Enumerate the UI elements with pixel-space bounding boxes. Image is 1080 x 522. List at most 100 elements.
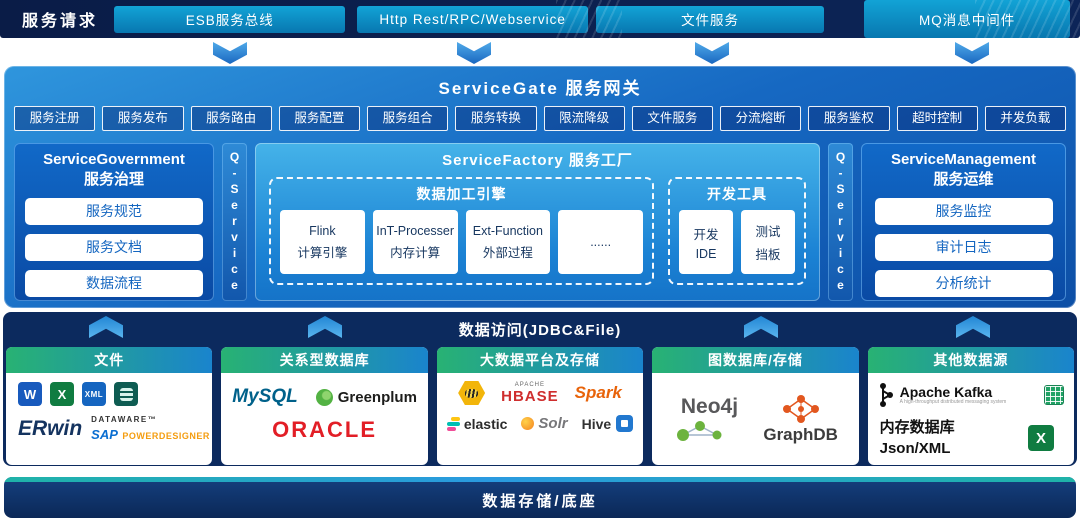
service-government-panel: ServiceGovernment 服务治理 服务规范 服务文档 数据流程 (14, 143, 214, 301)
data-engine-group: 数据加工引擎 Flink 计算引擎 InT-Processer 内存计算 (269, 177, 654, 285)
spreadsheet-grid-icon (1044, 385, 1065, 405)
spark-logo: Spark (574, 383, 622, 402)
card-line: InT-Processer (376, 223, 455, 238)
capability-box: 服务鉴权 (808, 106, 890, 131)
gateway-title: ServiceGate 服务网关 (438, 79, 642, 98)
down-arrow-icon (457, 42, 491, 64)
hive-icon (458, 381, 486, 405)
management-item: 服务监控 (874, 198, 1053, 225)
card-line: 挡板 (755, 248, 781, 262)
capability-box: 服务路由 (190, 106, 272, 131)
hive-square-icon (616, 415, 634, 432)
capability-box: 服务配置 (278, 106, 360, 131)
factory-title: ServiceFactory 服务工厂 (442, 152, 633, 169)
capability-box: 文件服务 (631, 106, 713, 131)
xml-icon: XML (82, 382, 106, 406)
capability-box: 服务组合 (367, 106, 449, 131)
excel-icon: X (50, 382, 74, 406)
datasource-relational: 关系型数据库 MySQL Greenplum ORACLE (221, 347, 428, 465)
card-line: 内存计算 (390, 245, 441, 260)
bigdata-header: 大数据平台及存储 (436, 347, 644, 373)
capability-box: 超时控制 (896, 106, 978, 131)
dataware-logo: DATAWARE™ (91, 415, 158, 424)
engine-card-int-processer: InT-Processer 内存计算 (372, 210, 458, 274)
engine-card-more: ...... (558, 210, 643, 274)
datasource-other: 其他数据源 Apache Kafka A hi (867, 347, 1075, 465)
down-arrow-icon (213, 42, 247, 64)
q-service-label: Q-Service (833, 150, 848, 294)
capability-box: 并发负载 (984, 106, 1066, 131)
dev-tools-title: 开发工具 (707, 186, 767, 202)
card-line: ...... (590, 235, 612, 249)
capability-row: 服务注册 服务发布 服务路由 服务配置 服务组合 服务转换 限流降级 文件服务 … (14, 106, 1066, 131)
q-service-label: Q-Service (227, 150, 242, 294)
governance-item: 服务文档 (25, 234, 203, 261)
graphdb-logo: GraphDB (763, 424, 838, 444)
service-gate-panel: ServiceGate 服务网关 服务注册 服务发布 服务路由 服务配置 服务组… (4, 66, 1076, 308)
card-line: 开发 (693, 227, 719, 242)
datasource-graph: 图数据库/存储 Neo4j (652, 347, 859, 465)
neo4j-logo: Neo4j (680, 395, 739, 418)
kafka-logo: Apache Kafka (899, 384, 993, 401)
graph-header: 图数据库/存储 (652, 347, 859, 373)
q-service-bar-right: Q-Service (828, 143, 853, 301)
capability-box: 服务转换 (455, 106, 537, 131)
kafka-icon (879, 383, 893, 407)
card-line: Flink (309, 223, 336, 238)
capability-box: 服务发布 (102, 106, 184, 131)
engine-card-flink: Flink 计算引擎 (280, 210, 365, 274)
hive-logo: Hive (581, 415, 612, 432)
card-line: 计算引擎 (297, 245, 348, 260)
datasource-bigdata: 大数据平台及存储 APACHE HBASE Spark elastic (436, 347, 644, 465)
data-access-label: 数据访问(JDBC&File) (458, 322, 622, 339)
oracle-logo: ORACLE (272, 417, 378, 442)
service-management-panel: ServiceManagement 服务运维 服务监控 审计日志 分析统计 (861, 143, 1066, 301)
governance-item: 数据流程 (25, 270, 203, 297)
service-factory-panel: ServiceFactory 服务工厂 数据加工引擎 Flink 计算引擎 In… (255, 143, 820, 301)
data-storage-label: 数据存储/底座 (482, 493, 598, 510)
greenplum-logo: Greenplum (337, 388, 417, 406)
excel-icon: X (1028, 425, 1055, 451)
down-arrow-icon (695, 42, 729, 64)
sap-logo: SAP (91, 426, 118, 442)
file-service-button: 文件服务 (595, 5, 825, 33)
management-title-cn: 服务运维 (933, 170, 994, 188)
datasource-files: 文件 W X XML ERwin DATAWARE™ SAP (6, 347, 213, 465)
q-service-bar-left: Q-Service (222, 143, 247, 301)
neo4j-graph-icon (676, 421, 722, 441)
dev-tools-group: 开发工具 开发 IDE 测试 挡板 (668, 177, 806, 285)
card-line: Ext-Function (472, 223, 543, 238)
database-file-icon (114, 382, 138, 406)
service-request-bar: 服务请求 ESB服务总线 Http Rest/RPC/Webservice 文件… (0, 0, 1080, 38)
files-header: 文件 (6, 347, 213, 373)
data-engine-title: 数据加工引擎 (416, 186, 507, 202)
solr-sun-icon (521, 417, 535, 430)
hbase-logo: HBASE (501, 388, 559, 405)
tool-card-ide: 开发 IDE (679, 210, 733, 274)
management-item: 分析统计 (874, 270, 1053, 297)
greenplum-icon (315, 388, 333, 406)
data-storage-bar: 数据存储/底座 (4, 477, 1076, 518)
capability-box: 服务注册 (14, 106, 96, 131)
kafka-tagline: A high-throughput distributed messaging … (899, 399, 1007, 406)
capability-box: 分流熔断 (720, 106, 802, 131)
powerdesigner-logo: POWERDESIGNER (122, 430, 210, 441)
service-request-label: 服务请求 (22, 13, 99, 30)
government-title-cn: 服务治理 (83, 170, 144, 188)
data-access-band: 数据访问(JDBC&File) 文件 W X XML ERwin (3, 312, 1077, 466)
apache-label: APACHE (514, 382, 545, 388)
management-item: 审计日志 (874, 234, 1053, 261)
mysql-logo: MySQL (232, 386, 298, 407)
memory-db-label: 内存数据库 (879, 419, 955, 436)
erwin-logo: ERwin (18, 417, 83, 441)
datasource-row: 文件 W X XML ERwin DATAWARE™ SAP (6, 347, 1075, 465)
governance-item: 服务规范 (25, 198, 203, 225)
elastic-icon (446, 416, 460, 431)
card-line: IDE (695, 246, 717, 261)
mq-middleware-button: MQ消息中间件 (864, 0, 1070, 38)
government-title-en: ServiceGovernment (43, 151, 185, 168)
card-line: 测试 (755, 225, 781, 239)
solr-logo: Solr (538, 415, 568, 432)
http-rest-button: Http Rest/RPC/Webservice (357, 5, 588, 33)
